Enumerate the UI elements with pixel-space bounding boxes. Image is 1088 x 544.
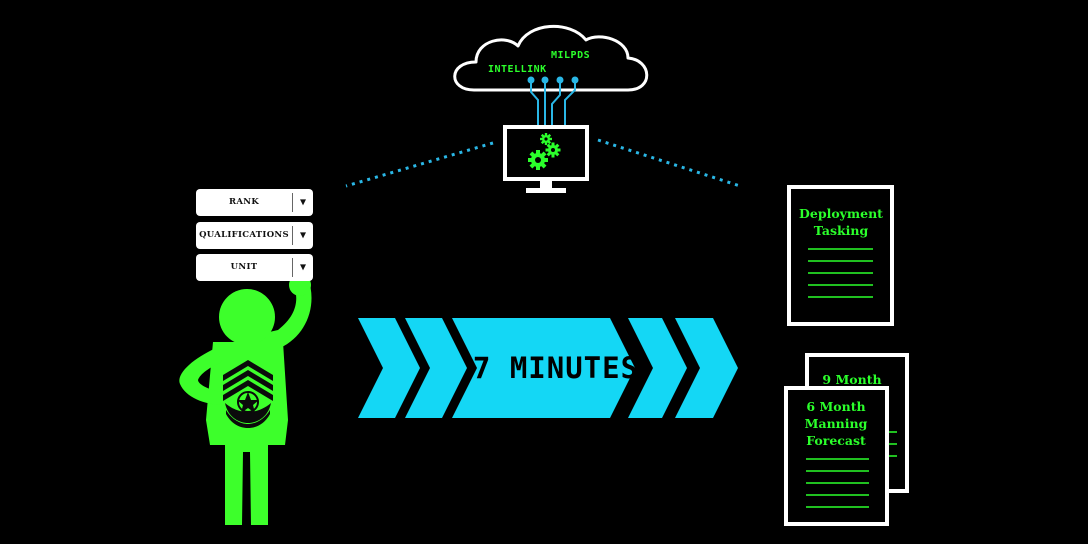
document-deployment-tasking: Deployment Tasking bbox=[787, 185, 894, 326]
rank-dropdown-label: RANK bbox=[228, 197, 260, 207]
rank-dropdown[interactable]: RANK ▼ bbox=[196, 189, 313, 216]
dropdown-separator bbox=[292, 226, 293, 245]
document-title-line: Deployment bbox=[799, 206, 883, 221]
chevron-down-icon[interactable]: ▼ bbox=[299, 230, 307, 241]
document-title-line: 6 Month bbox=[806, 399, 865, 414]
gear-icon bbox=[528, 150, 548, 170]
circuit-line bbox=[564, 80, 576, 126]
unit-dropdown-label: UNIT bbox=[230, 262, 258, 272]
qualifications-dropdown[interactable]: QUALIFICATIONS ▼ bbox=[196, 222, 313, 249]
dotted-connector-right bbox=[597, 138, 741, 188]
document-title-line: 9 Month bbox=[822, 372, 881, 387]
chevron-down-icon[interactable]: ▼ bbox=[299, 197, 307, 208]
chevron-banner bbox=[358, 318, 738, 418]
circuit-line bbox=[551, 80, 561, 126]
circuit-node bbox=[571, 76, 579, 84]
minutes-label: 7 MINUTES bbox=[473, 351, 639, 385]
cloud-label-milpds: MILPDS bbox=[551, 50, 590, 61]
chevron-down-icon[interactable]: ▼ bbox=[299, 262, 307, 273]
dotted-connector-left bbox=[345, 141, 494, 188]
chevron-arrow bbox=[405, 318, 467, 418]
circuit-line bbox=[530, 80, 539, 126]
circuit-node bbox=[556, 76, 564, 84]
chevron-arrow bbox=[675, 318, 738, 418]
chevron-arrow bbox=[628, 318, 687, 418]
cloud-label-intellink: INTELLINK bbox=[488, 64, 547, 75]
document-title-line: Forecast bbox=[806, 433, 866, 448]
chevron-arrow bbox=[358, 318, 420, 418]
circuit-lines bbox=[527, 76, 579, 126]
gear-icon bbox=[540, 133, 552, 145]
monitor-gears-icon bbox=[503, 125, 589, 193]
document-six-month-manning-forecast: 6 Month Manning Forecast bbox=[784, 386, 889, 526]
master-sergeant-insignia-icon bbox=[223, 360, 273, 428]
dropdown-separator bbox=[292, 193, 293, 212]
chevron-main bbox=[452, 318, 635, 418]
gear-icon bbox=[545, 142, 561, 158]
circuit-node bbox=[541, 76, 549, 84]
dropdown-separator bbox=[292, 258, 293, 277]
document-title-line: Tasking bbox=[814, 223, 869, 238]
qualifications-dropdown-label: QUALIFICATIONS bbox=[199, 230, 289, 240]
document-title-line: Manning bbox=[805, 416, 868, 431]
unit-dropdown[interactable]: UNIT ▼ bbox=[196, 254, 313, 281]
cloud-icon: INTELLINK MILPDS bbox=[453, 25, 649, 92]
circuit-node bbox=[527, 76, 535, 84]
